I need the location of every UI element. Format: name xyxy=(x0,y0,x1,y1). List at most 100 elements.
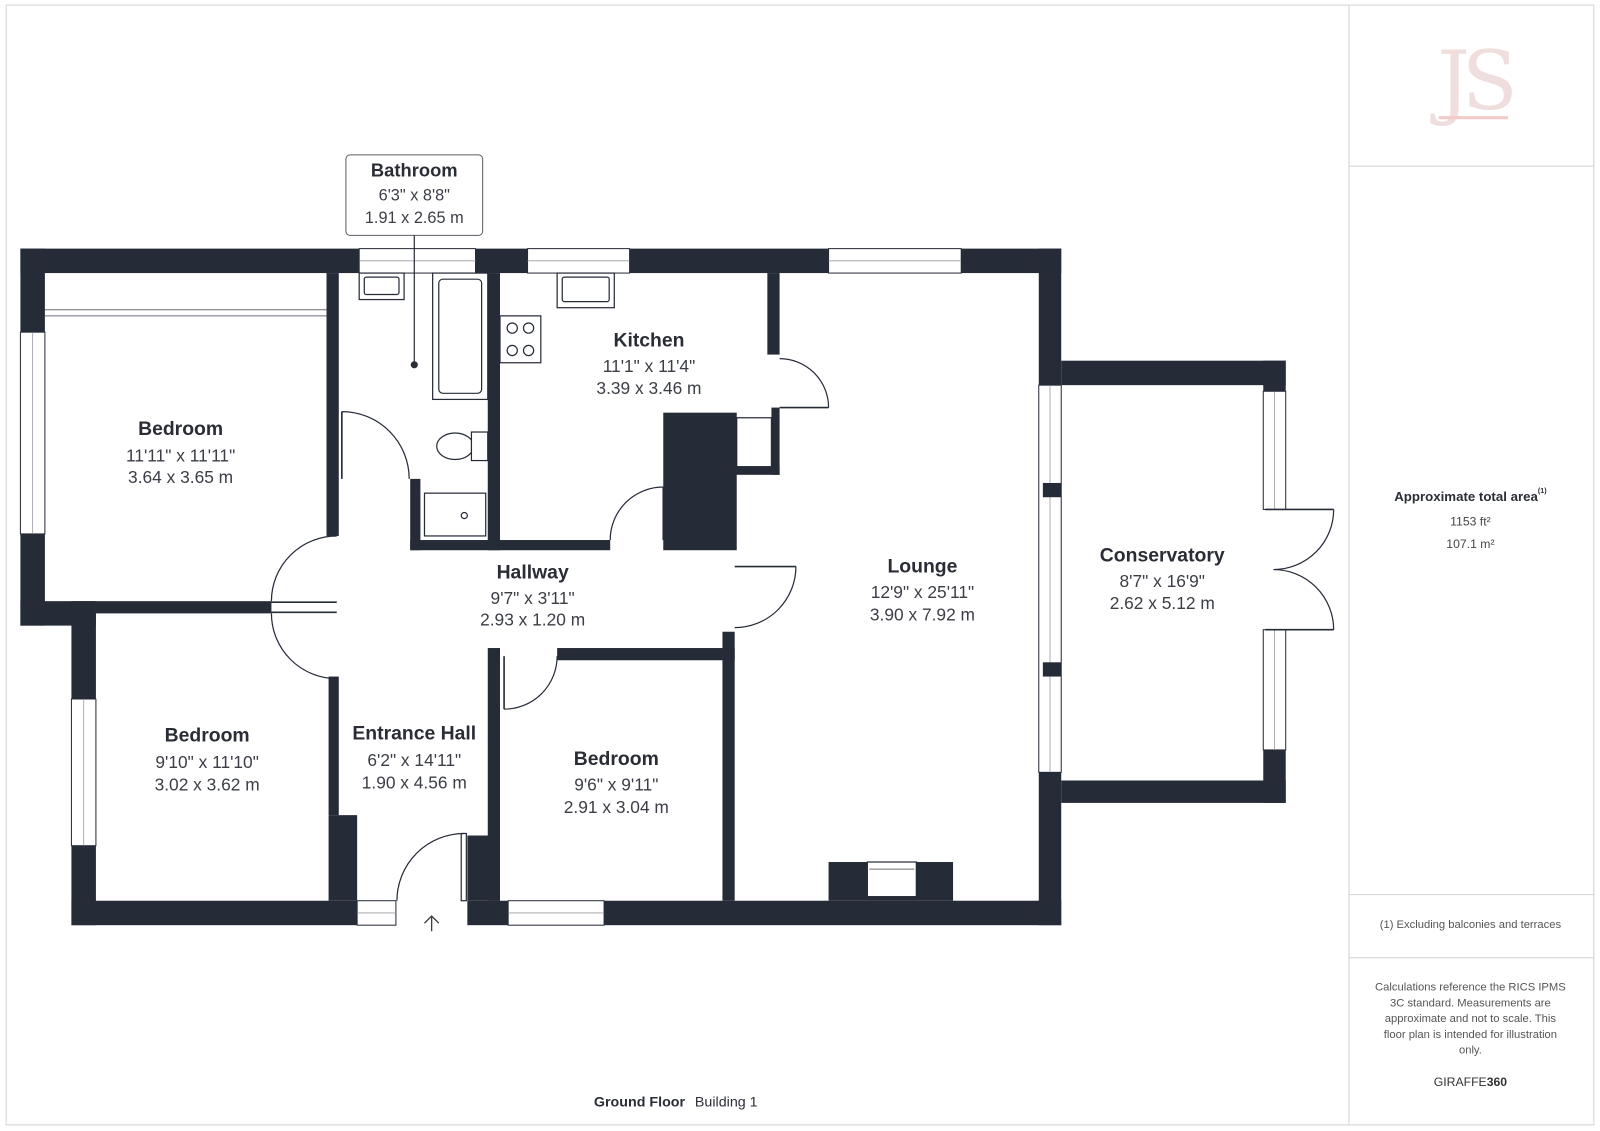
window-bathroom xyxy=(358,248,477,274)
area-footnote-marker: (1) xyxy=(1538,487,1547,495)
door-bedroom-2 xyxy=(270,611,337,680)
area-metric: 107.1 m² xyxy=(1446,537,1494,551)
windows xyxy=(19,248,1287,926)
room-bedroom-3-label: Bedroom 9'6" x 9'11" 2.91 x 3.04 m xyxy=(564,748,669,817)
room-size-imperial: 9'6" x 9'11" xyxy=(574,775,658,795)
wall xyxy=(767,273,780,355)
wall xyxy=(629,248,829,274)
room-bedroom-1-label: Bedroom 11'11" x 11'11" 3.64 x 3.65 m xyxy=(126,418,235,487)
wall xyxy=(71,601,96,699)
room-size-metric: 3.90 x 7.92 m xyxy=(870,604,975,624)
toilet xyxy=(436,431,489,462)
wall xyxy=(410,540,611,551)
room-size-metric: 2.91 x 3.04 m xyxy=(564,797,669,817)
window-conservatory-lower xyxy=(1262,629,1287,751)
room-size-metric: 1.91 x 2.65 m xyxy=(365,209,464,227)
area-footnote: (1) Excluding balconies and terraces xyxy=(1380,919,1562,931)
walls xyxy=(20,248,1286,926)
wall xyxy=(20,248,360,274)
window-lounge xyxy=(828,248,962,274)
door-kitchen xyxy=(609,486,665,541)
wall xyxy=(487,273,500,551)
wall xyxy=(328,676,339,816)
logo-lettering: JS xyxy=(1430,34,1512,129)
room-size-imperial: 11'1" x 11'4" xyxy=(603,356,696,376)
room-lounge-label: Lounge 12'9" x 25'11" 3.90 x 7.92 m xyxy=(870,556,975,625)
area-summary: Approximate total area(1) 1153 ft² 107.1… xyxy=(1394,487,1547,551)
door-bedroom-3 xyxy=(503,656,558,710)
brand-suffix: 360 xyxy=(1487,1075,1508,1089)
glazing-mullion xyxy=(1042,662,1062,677)
fireplace-hearth xyxy=(866,861,917,898)
room-size-metric: 3.39 x 3.46 m xyxy=(596,378,701,398)
wall xyxy=(1263,360,1286,392)
room-size-metric: 1.90 x 4.56 m xyxy=(362,773,467,793)
room-size-metric: 2.93 x 1.20 m xyxy=(480,610,585,630)
room-name: Bedroom xyxy=(574,748,659,770)
room-name: Bathroom xyxy=(371,160,458,181)
room-size-imperial: 6'2" x 14'11" xyxy=(367,750,461,770)
door-conservatory-french xyxy=(1265,508,1335,631)
room-name: Entrance Hall xyxy=(352,723,476,745)
room-entrance-hall-label: Entrance Hall 6'2" x 14'11" 1.90 x 4.56 … xyxy=(352,723,476,793)
room-size-imperial: 12'9" x 25'11" xyxy=(871,582,974,602)
wall xyxy=(475,248,528,274)
bathroom-callout-dot xyxy=(410,361,418,369)
room-name: Conservatory xyxy=(1100,544,1225,566)
page-border xyxy=(5,4,1595,1126)
room-size-metric: 2.62 x 5.12 m xyxy=(1110,593,1215,613)
bath xyxy=(432,272,489,401)
sheet-frame xyxy=(5,4,1595,1126)
room-name: Kitchen xyxy=(613,329,684,351)
window-bedroom-3 xyxy=(507,900,605,926)
room-bedroom-2-label: Bedroom 9'10" x 11'10" 3.02 x 3.62 m xyxy=(155,725,260,795)
wall xyxy=(20,248,45,333)
room-name: Hallway xyxy=(497,562,569,584)
door-bedroom-1 xyxy=(270,535,337,603)
kitchen-sink xyxy=(556,272,615,309)
wall xyxy=(326,273,339,536)
room-size-metric: 3.02 x 3.62 m xyxy=(155,775,260,795)
room-bathroom-label: Bathroom 6'3" x 8'8" 1.91 x 2.65 m xyxy=(345,154,484,369)
wardrobe xyxy=(44,309,327,317)
disclaimer-line: 3C standard. Measurements are xyxy=(1390,998,1551,1010)
wall xyxy=(1061,780,1286,803)
room-name: Bedroom xyxy=(165,725,250,747)
door-bathroom xyxy=(341,411,410,479)
wall xyxy=(557,648,735,661)
wall xyxy=(722,631,735,901)
wall xyxy=(95,601,272,614)
area-title-text: Approximate total area xyxy=(1394,489,1538,504)
chimney-breast xyxy=(663,412,737,551)
wall xyxy=(604,900,1062,926)
wall xyxy=(467,835,500,901)
wall xyxy=(771,407,780,475)
wall xyxy=(1038,772,1062,926)
disclaimer-line: approximate and not to scale. This xyxy=(1385,1013,1557,1025)
room-size-imperial: 9'7" x 3'11" xyxy=(491,588,575,608)
room-size-imperial: 6'3" x 8'8" xyxy=(379,187,451,205)
area-imperial: 1153 ft² xyxy=(1450,515,1491,529)
window-conservatory-upper xyxy=(1262,390,1287,510)
fixtures xyxy=(44,272,917,898)
room-size-metric: 3.64 x 3.65 m xyxy=(128,467,233,487)
floor-level: Ground Floor xyxy=(594,1094,686,1110)
room-size-imperial: 11'11" x 11'11" xyxy=(126,445,235,465)
logo-underline xyxy=(1438,116,1509,120)
window-bedroom-2 xyxy=(70,698,97,847)
window-bedroom-1 xyxy=(19,331,46,535)
disclaimer-line: only. xyxy=(1459,1045,1482,1057)
brand-credit: GIRAFFE360 xyxy=(1434,1075,1508,1089)
room-size-imperial: 8'7" x 16'9" xyxy=(1120,571,1205,591)
shower-tray xyxy=(423,492,487,537)
wall xyxy=(734,466,780,475)
room-kitchen-label: Kitchen 11'1" x 11'4" 3.39 x 3.46 m xyxy=(596,329,701,398)
room-name: Bedroom xyxy=(138,418,223,440)
wall xyxy=(467,900,509,926)
window-kitchen xyxy=(527,248,631,274)
cupboard xyxy=(736,417,773,468)
window-entrance-sidelight xyxy=(356,900,397,926)
entrance-arrow-icon xyxy=(424,915,440,932)
area-summary-title: Approximate total area(1) xyxy=(1394,487,1547,504)
